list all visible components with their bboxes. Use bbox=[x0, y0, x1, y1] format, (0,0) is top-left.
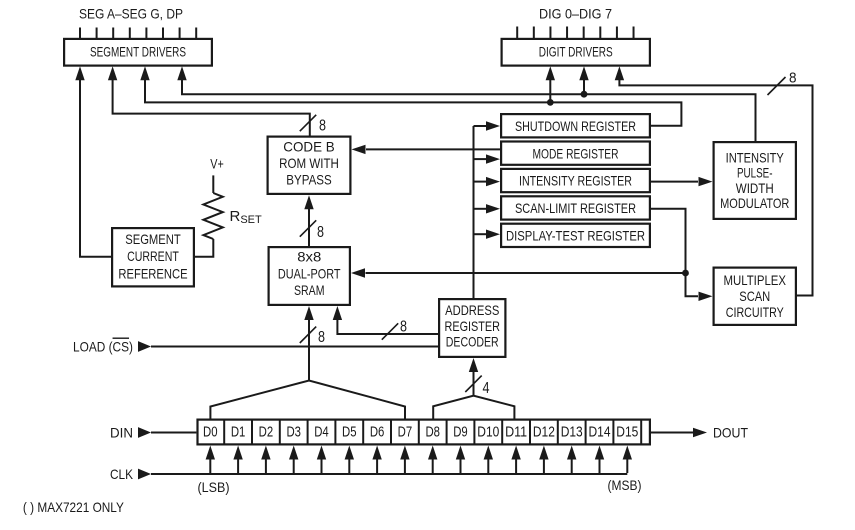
svg-text:MODE REGISTER: MODE REGISTER bbox=[533, 145, 619, 161]
svg-text:INTENSITY: INTENSITY bbox=[726, 150, 785, 166]
svg-text:D7: D7 bbox=[398, 425, 413, 441]
svg-text:D2: D2 bbox=[259, 425, 274, 441]
svg-text:D8: D8 bbox=[425, 425, 440, 441]
svg-text:DECODER: DECODER bbox=[446, 333, 499, 349]
svg-text:D14: D14 bbox=[589, 425, 611, 441]
svg-text:8: 8 bbox=[317, 224, 324, 241]
svg-text:CLK: CLK bbox=[110, 466, 134, 482]
svg-text:8: 8 bbox=[400, 319, 407, 336]
svg-text:DIG 0–DIG 7: DIG 0–DIG 7 bbox=[539, 5, 612, 21]
svg-text:SCAN-LIMIT REGISTER: SCAN-LIMIT REGISTER bbox=[515, 200, 636, 216]
svg-text:DOUT: DOUT bbox=[713, 425, 748, 441]
svg-text:D0: D0 bbox=[203, 425, 218, 441]
svg-text:D13: D13 bbox=[561, 425, 583, 441]
svg-text:PULSE-: PULSE- bbox=[737, 165, 773, 181]
svg-text:CURRENT: CURRENT bbox=[127, 248, 179, 264]
svg-text:( ) MAX7221 ONLY: ( ) MAX7221 ONLY bbox=[23, 499, 125, 515]
svg-text:D12: D12 bbox=[533, 425, 555, 441]
svg-text:SEGMENT DRIVERS: SEGMENT DRIVERS bbox=[90, 44, 186, 60]
svg-text:V+: V+ bbox=[210, 156, 224, 172]
svg-text:ROM WITH: ROM WITH bbox=[279, 155, 339, 171]
svg-text:D3: D3 bbox=[286, 425, 301, 441]
svg-text:MODULATOR: MODULATOR bbox=[720, 195, 789, 211]
svg-text:CODE B: CODE B bbox=[283, 138, 334, 154]
svg-text:BYPASS: BYPASS bbox=[286, 172, 331, 188]
svg-text:SCAN: SCAN bbox=[739, 288, 770, 304]
svg-text:8: 8 bbox=[789, 70, 797, 87]
svg-text:REFERENCE: REFERENCE bbox=[118, 265, 187, 281]
svg-text:DISPLAY-TEST REGISTER: DISPLAY-TEST REGISTER bbox=[506, 227, 645, 243]
svg-text:D11: D11 bbox=[505, 425, 527, 441]
svg-text:DUAL-PORT: DUAL-PORT bbox=[278, 265, 341, 281]
svg-text:ADDRESS: ADDRESS bbox=[445, 302, 499, 318]
svg-text:DIN: DIN bbox=[110, 425, 133, 441]
svg-text:(LSB): (LSB) bbox=[198, 479, 230, 495]
svg-text:8x8: 8x8 bbox=[297, 249, 321, 265]
svg-text:8: 8 bbox=[319, 117, 326, 134]
svg-text:CIRCUITRY: CIRCUITRY bbox=[726, 304, 785, 320]
svg-text:D4: D4 bbox=[314, 425, 329, 441]
svg-text:D9: D9 bbox=[453, 425, 468, 441]
svg-text:SEG A–SEG G, DP: SEG A–SEG G, DP bbox=[79, 5, 183, 21]
svg-text:SEGMENT: SEGMENT bbox=[125, 231, 181, 247]
svg-text:WIDTH: WIDTH bbox=[736, 180, 774, 196]
svg-text:DIGIT DRIVERS: DIGIT DRIVERS bbox=[539, 44, 613, 60]
svg-text:REGISTER: REGISTER bbox=[445, 318, 501, 334]
svg-text:SHUTDOWN REGISTER: SHUTDOWN REGISTER bbox=[515, 118, 636, 134]
svg-text:MULTIPLEX: MULTIPLEX bbox=[723, 272, 786, 288]
svg-text:INTENSITY REGISTER: INTENSITY REGISTER bbox=[519, 173, 632, 189]
svg-text:4: 4 bbox=[483, 380, 490, 397]
svg-text:D1: D1 bbox=[231, 425, 246, 441]
svg-text:(MSB): (MSB) bbox=[608, 477, 642, 493]
svg-text:D15: D15 bbox=[616, 425, 638, 441]
svg-text:D5: D5 bbox=[342, 425, 357, 441]
svg-text:D6: D6 bbox=[370, 425, 385, 441]
svg-text:8: 8 bbox=[318, 329, 325, 346]
svg-text:SRAM: SRAM bbox=[294, 282, 325, 298]
svg-text:LOAD (CS): LOAD (CS) bbox=[73, 339, 133, 355]
svg-text:D10: D10 bbox=[477, 425, 499, 441]
